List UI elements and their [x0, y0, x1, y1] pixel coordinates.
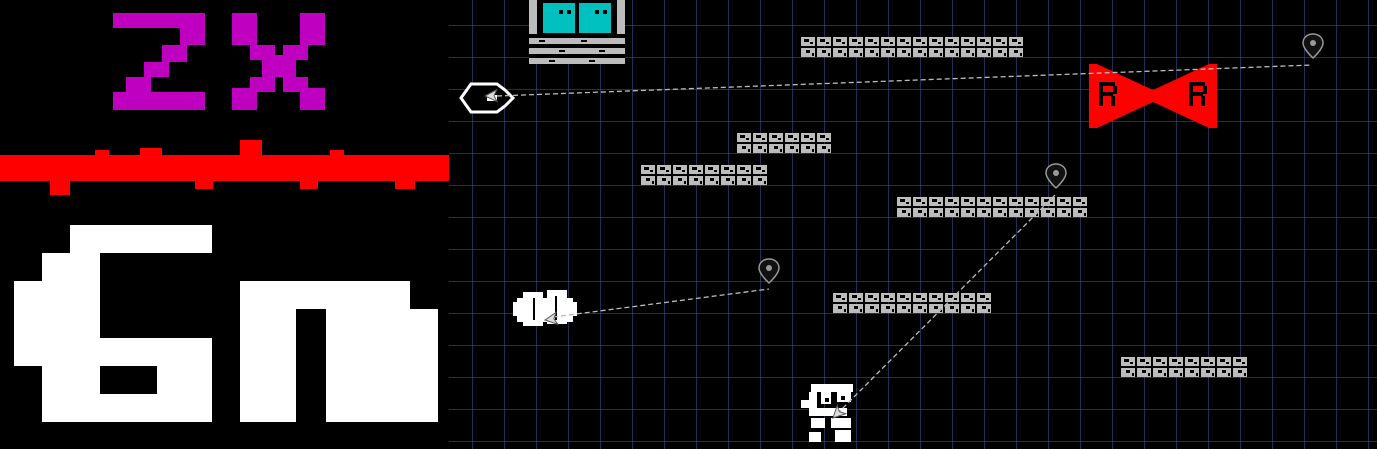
movement-paths	[496, 64, 1313, 415]
logo-letter-m	[240, 281, 438, 422]
game-logo-panel: ZX Gm	[0, 0, 449, 449]
bullet-enemy-sprite	[459, 82, 516, 114]
player-character-sprite	[801, 384, 853, 442]
brick-platform	[1121, 357, 1247, 377]
waypoint-marker-icon	[1045, 163, 1067, 189]
waypoint-marker-icon	[1302, 33, 1324, 59]
waypoint-marker-icon	[758, 258, 780, 284]
cloud-enemy-sprite	[513, 290, 577, 326]
logo-red-band	[0, 140, 449, 195]
brick-platform	[897, 197, 1087, 217]
brick-platform	[737, 133, 831, 153]
brick-platform	[801, 37, 1023, 57]
logo-letter-z	[113, 13, 205, 110]
brick-platform	[641, 165, 767, 185]
level-editor-canvas[interactable]	[449, 0, 1377, 449]
zx-gm-logo	[0, 13, 449, 422]
level-layer	[459, 0, 1324, 442]
bowtie-enemy-sprite	[1089, 64, 1217, 128]
logo-letter-g	[14, 225, 212, 422]
logo-letter-x	[232, 13, 325, 110]
brick-platform	[833, 293, 991, 313]
computer-terminal-sprite	[529, 0, 625, 64]
